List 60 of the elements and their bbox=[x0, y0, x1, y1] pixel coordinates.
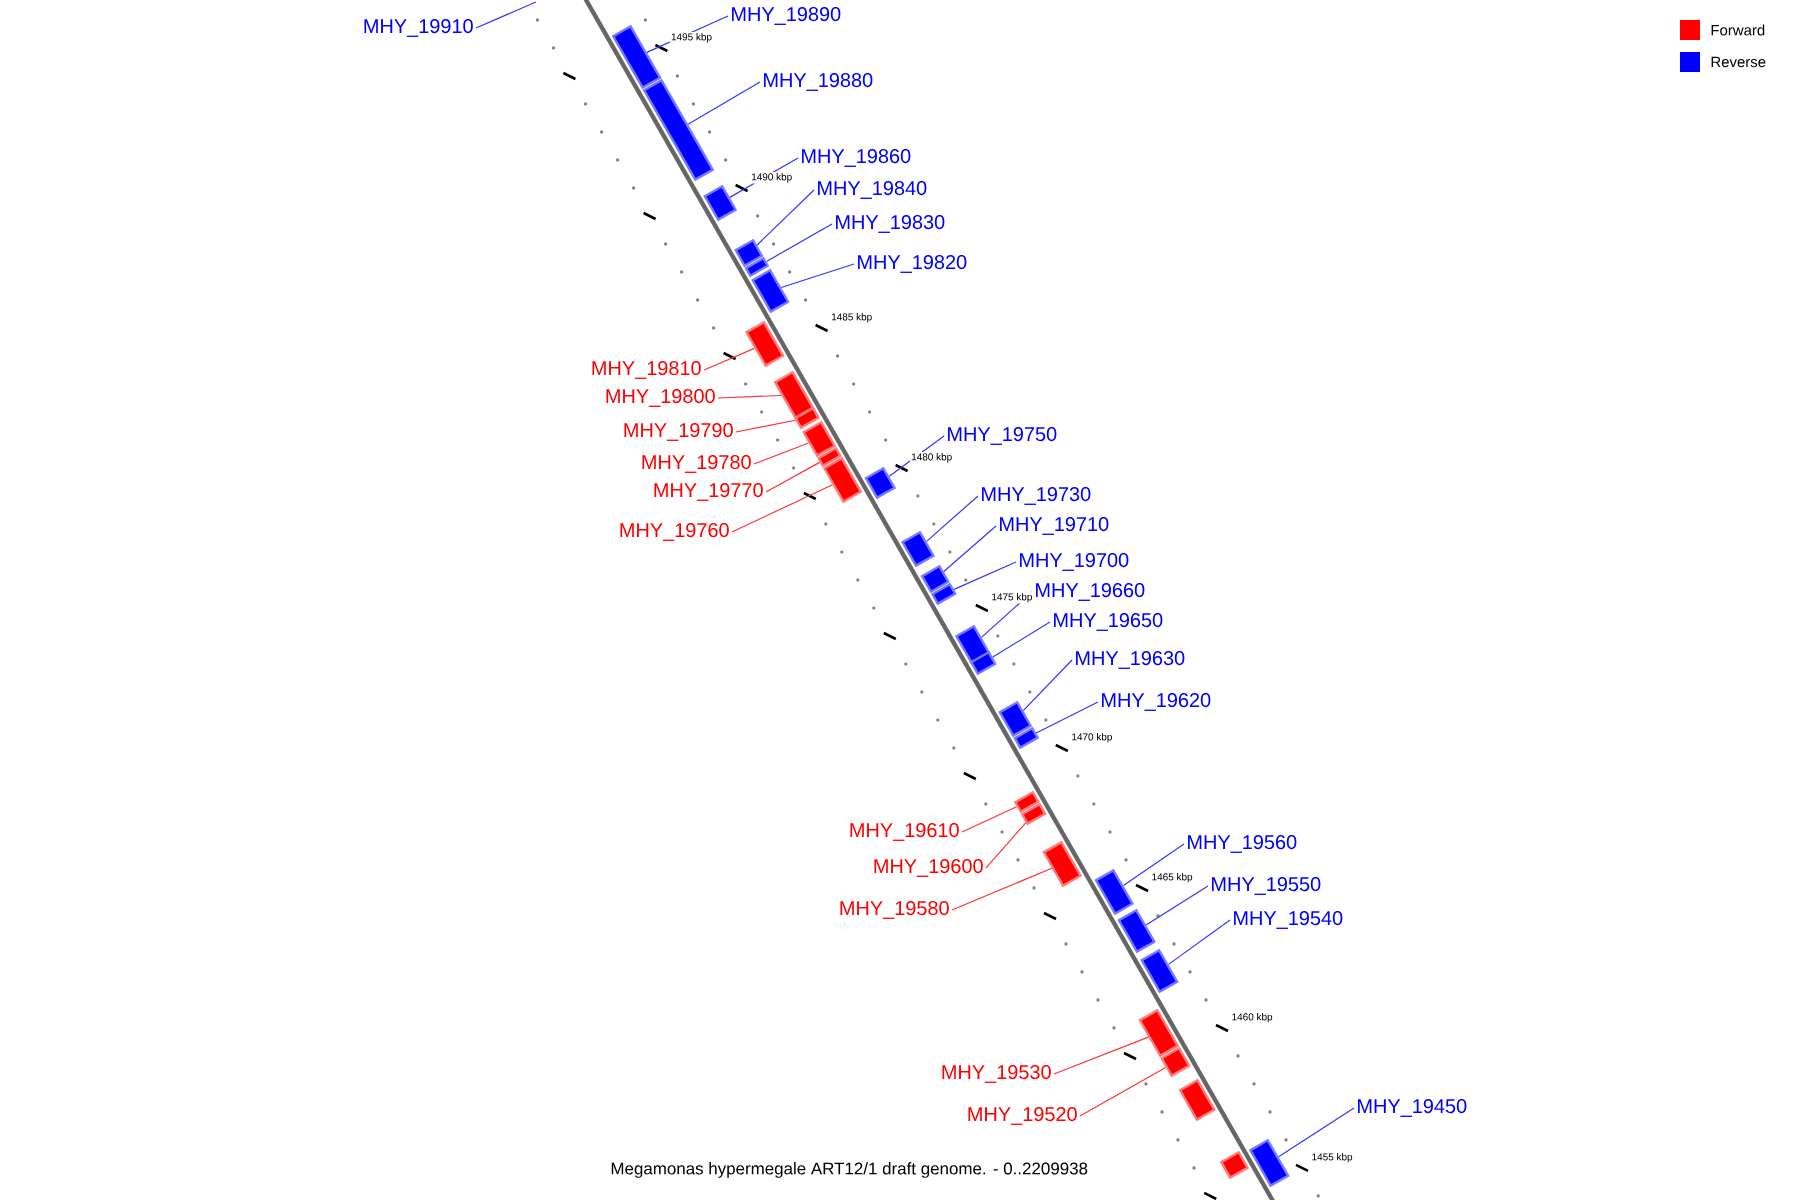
leader-line bbox=[951, 867, 1053, 911]
leader-line bbox=[926, 495, 979, 542]
leader-line bbox=[735, 419, 797, 433]
gene-label: MHY_19880 bbox=[764, 73, 873, 91]
gene-label: MHY_19580 bbox=[840, 901, 949, 919]
leader-line bbox=[765, 223, 833, 263]
gene-label: MHY_19650 bbox=[1054, 613, 1163, 631]
gene-label: MHY_19840 bbox=[818, 181, 927, 199]
leader-line bbox=[756, 189, 815, 246]
gene-label: MHY_19610 bbox=[850, 823, 959, 841]
leader-line bbox=[646, 15, 729, 53]
leader-line bbox=[731, 484, 834, 533]
gene-label: MHY_19760 bbox=[620, 523, 729, 541]
gene-label: MHY_19620 bbox=[1102, 693, 1211, 711]
leader-line bbox=[1035, 701, 1099, 734]
leader-line bbox=[888, 435, 945, 477]
leader-line bbox=[992, 621, 1051, 658]
gene-label: MHY_19860 bbox=[802, 149, 911, 167]
leader-line bbox=[1022, 659, 1073, 712]
leader-line bbox=[943, 525, 997, 573]
gene-label: MHY_19560 bbox=[1188, 835, 1297, 853]
gene-label: MHY_19770 bbox=[654, 483, 763, 501]
leader-line bbox=[687, 81, 761, 125]
gene-label: MHY_19630 bbox=[1076, 651, 1185, 669]
gene-label: MHY_19830 bbox=[836, 215, 945, 233]
leader-line bbox=[703, 347, 756, 371]
gene-label: MHY_19600 bbox=[874, 859, 983, 877]
leader-line bbox=[953, 561, 1017, 590]
gene-label: MHY_19550 bbox=[1212, 877, 1321, 895]
leader-line bbox=[961, 806, 1018, 833]
leader-line bbox=[1079, 1066, 1167, 1117]
gene-label: MHY_19790 bbox=[624, 423, 733, 441]
leader-line bbox=[765, 461, 821, 493]
gene-label: MHY_19750 bbox=[948, 427, 1057, 445]
gene-label: MHY_19810 bbox=[592, 361, 701, 379]
gene-label: MHY_19820 bbox=[858, 255, 967, 273]
caption: Megamonas hypermegale ART12/1 draft genome. - 0..2209938 bbox=[611, 1162, 1088, 1178]
leader-line bbox=[1167, 919, 1231, 965]
gene-label: MHY_19780 bbox=[642, 455, 751, 473]
gene-label: MHY_19710 bbox=[1000, 517, 1109, 535]
gene-label: MHY_19700 bbox=[1020, 553, 1129, 571]
leader-line bbox=[1053, 1036, 1149, 1075]
leader-line bbox=[1122, 843, 1185, 887]
leader-line bbox=[1145, 885, 1209, 926]
leader-line bbox=[729, 157, 799, 198]
gene-label: MHY_19520 bbox=[968, 1107, 1077, 1125]
leader-line bbox=[753, 442, 810, 465]
gene-label: MHY_19730 bbox=[982, 487, 1091, 505]
gene-label: MHY_19450 bbox=[1358, 1099, 1467, 1117]
leader-line bbox=[1278, 1107, 1355, 1158]
gene-label: MHY_19660 bbox=[1036, 583, 1145, 601]
gene-label: MHY_19910 bbox=[364, 19, 473, 37]
leader-line bbox=[717, 394, 782, 399]
gene-label: MHY_19800 bbox=[606, 389, 715, 407]
gene-label: MHY_19890 bbox=[732, 7, 841, 25]
gene-label: MHY_19540 bbox=[1234, 911, 1343, 929]
gene-label: MHY_19530 bbox=[942, 1065, 1051, 1083]
leader-line bbox=[475, 1, 537, 29]
leader-line bbox=[780, 263, 855, 289]
leader-line bbox=[985, 822, 1027, 869]
